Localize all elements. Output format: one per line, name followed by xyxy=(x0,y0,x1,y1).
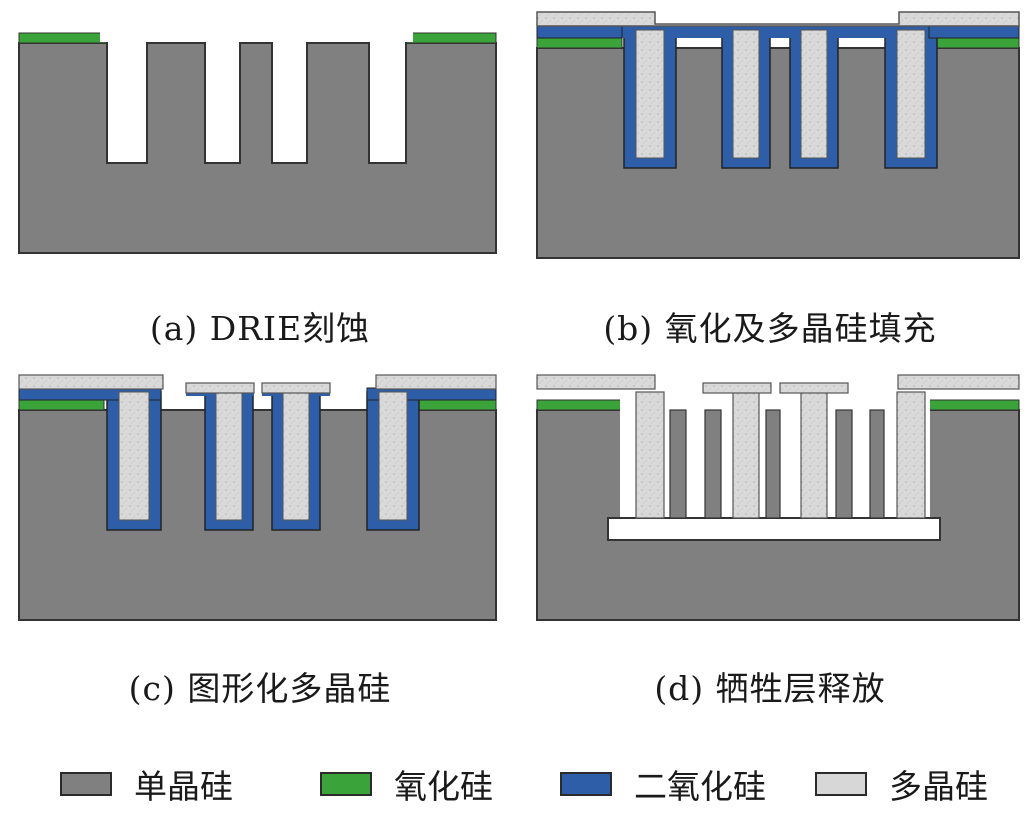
legend-label-sio2: 二氧化硅 xyxy=(634,767,766,806)
legend-swatch-oxide xyxy=(320,772,372,796)
legend-swatch-monosilicon xyxy=(60,772,112,796)
caption-c: (c) 图形化多晶硅 xyxy=(128,669,392,708)
caption-b: (b) 氧化及多晶硅填充 xyxy=(603,309,937,348)
legend-polysilicon: 多晶硅 xyxy=(815,760,988,808)
panel-b-poly-cap xyxy=(536,11,1020,27)
panel-a-trench-1 xyxy=(106,40,148,164)
panel-a-trench-2 xyxy=(204,40,241,164)
panel-b-poly-4 xyxy=(896,29,926,159)
panel-c xyxy=(18,374,497,621)
caption-d: (d) 牺牲层释放 xyxy=(654,669,886,708)
panel-d xyxy=(536,374,1020,621)
panel-d-cavity xyxy=(607,517,941,541)
panel-c-silicon xyxy=(18,409,497,621)
panel-b-oxide-left xyxy=(536,37,623,49)
panel-b-liner-top xyxy=(610,24,950,38)
caption-a: (a) DRIE刻蚀 xyxy=(149,309,371,348)
panel-b-oxide-right xyxy=(928,37,1020,49)
panel-b-silicon xyxy=(536,47,1020,259)
legend-label-polysilicon: 多晶硅 xyxy=(889,767,988,806)
panel-b-poly-2 xyxy=(732,29,760,159)
legend-oxide: 氧化硅 xyxy=(320,760,493,808)
legend-monosilicon: 单晶硅 xyxy=(60,760,233,808)
panel-a-trench-3 xyxy=(271,40,308,164)
legend-sio2: 二氧化硅 xyxy=(560,760,766,808)
panel-a xyxy=(18,32,497,254)
panel-c-oxide-right xyxy=(409,399,497,411)
legend-swatch-polysilicon xyxy=(815,772,867,796)
panel-a-top-clear xyxy=(100,32,413,42)
panel-b xyxy=(536,11,1020,259)
legend-label-oxide: 氧化硅 xyxy=(394,767,493,806)
panel-c-oxide-left xyxy=(18,399,105,411)
panel-a-oxide-right xyxy=(405,32,497,44)
legend-label-monosilicon: 单晶硅 xyxy=(134,767,233,806)
panel-a-trench-4 xyxy=(368,40,407,164)
panel-a-silicon xyxy=(18,42,497,254)
panel-a-oxide-left xyxy=(18,32,108,44)
panel-b-poly-3 xyxy=(800,29,828,159)
panel-b-poly-1 xyxy=(635,29,665,159)
legend-swatch-sio2 xyxy=(560,772,612,796)
